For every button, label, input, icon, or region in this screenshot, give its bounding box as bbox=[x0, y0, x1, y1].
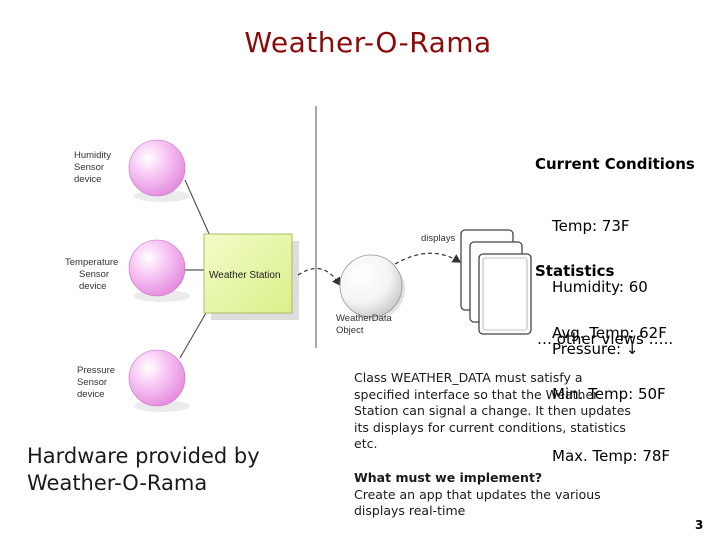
page-title: Weather-O-Rama bbox=[244, 26, 492, 59]
implement-heading: What must we implement? bbox=[354, 470, 543, 485]
display-stack bbox=[460, 229, 532, 335]
hardware-caption: Hardware provided by Weather-O-Rama bbox=[27, 444, 260, 495]
current-humidity: Humidity: 60 bbox=[552, 278, 648, 296]
humidity-connector bbox=[184, 179, 211, 237]
implement-note: What must we implement? Create an app th… bbox=[354, 470, 624, 520]
station-to-data-arrow bbox=[297, 267, 341, 286]
stat-min: Min. Temp: 50F bbox=[552, 385, 666, 403]
weatherdata-object bbox=[339, 254, 403, 318]
statistics-heading: Statistics bbox=[535, 262, 615, 280]
weather-station-box bbox=[203, 233, 293, 314]
pressure-sensor bbox=[128, 349, 186, 407]
current-conditions-panel: Current Conditions Temp: 73F Humidity: 6… bbox=[535, 113, 695, 380]
pressure-connector bbox=[179, 305, 211, 359]
statistics-panel: Statistics Avg. Temp: 62F Min. Temp: 50F… bbox=[535, 220, 670, 487]
other-views-text: … other views ….. bbox=[537, 330, 674, 348]
current-temp: Temp: 73F bbox=[552, 216, 630, 235]
class-note: Class WEATHER_DATA must satisfy a specif… bbox=[354, 370, 631, 451]
stat-avg: Avg. Temp: 62F bbox=[552, 323, 667, 342]
current-conditions-heading: Current Conditions bbox=[535, 155, 695, 173]
page-number: 3 bbox=[695, 518, 704, 532]
weather-station-label: Weather Station bbox=[209, 270, 281, 281]
data-to-displays-arrow bbox=[394, 252, 462, 265]
displays-label: displays bbox=[421, 233, 456, 244]
stat-max: Max. Temp: 78F bbox=[552, 446, 671, 465]
temperature-sensor bbox=[128, 239, 186, 297]
current-pressure: Pressure: ↓ bbox=[552, 339, 639, 358]
humidity-sensor bbox=[128, 139, 186, 197]
implement-text: Create an app that updates the various d… bbox=[354, 486, 601, 519]
